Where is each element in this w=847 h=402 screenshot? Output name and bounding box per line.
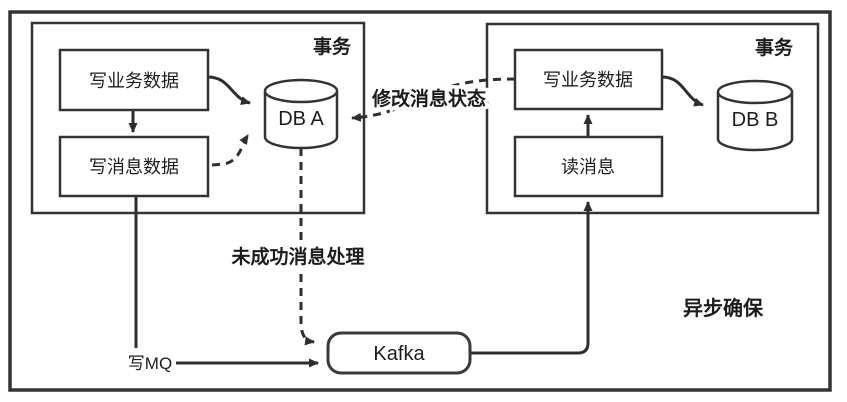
edge-write-business-to-dbb [661,75,704,107]
node-left-write-business-data-label: 写业务数据 [89,71,179,91]
annotation-modify-message-status: 修改消息状态 [371,87,486,110]
node-kafka-label: Kafka [373,343,425,365]
node-read-message [513,135,664,198]
edge-dba-to-kafka-dashed [299,148,315,346]
db-a-label: DB A [278,108,324,130]
edge-kafka-to-read-message [470,201,593,355]
database-dbb-icon [716,79,794,152]
node-right-write-business-data [513,48,664,111]
annotation-async-ensure: 异步确保 [683,296,764,320]
edge-write-business-to-dba [207,75,251,106]
annotation-unsuccessful-message-handling: 未成功消息处理 [230,245,364,268]
node-read-message-label: 读消息 [561,157,615,177]
annotation-write-mq: 写MQ [128,354,172,373]
edge-write-message-to-dba-dashed [211,134,250,167]
db-b-label: DB B [732,109,779,131]
database-dba-icon [263,78,339,150]
node-kafka [326,331,472,375]
right-transaction-group [485,22,820,215]
node-right-write-business-data-label: 写业务数据 [543,70,633,90]
node-write-message-data-label: 写消息数据 [89,157,179,177]
edge-modify-status-dashed [351,77,516,122]
node-left-write-business-data [58,48,210,112]
left-transaction-label: 事务 [313,35,352,58]
right-transaction-label: 事务 [755,36,794,59]
node-write-message-data [58,135,210,198]
